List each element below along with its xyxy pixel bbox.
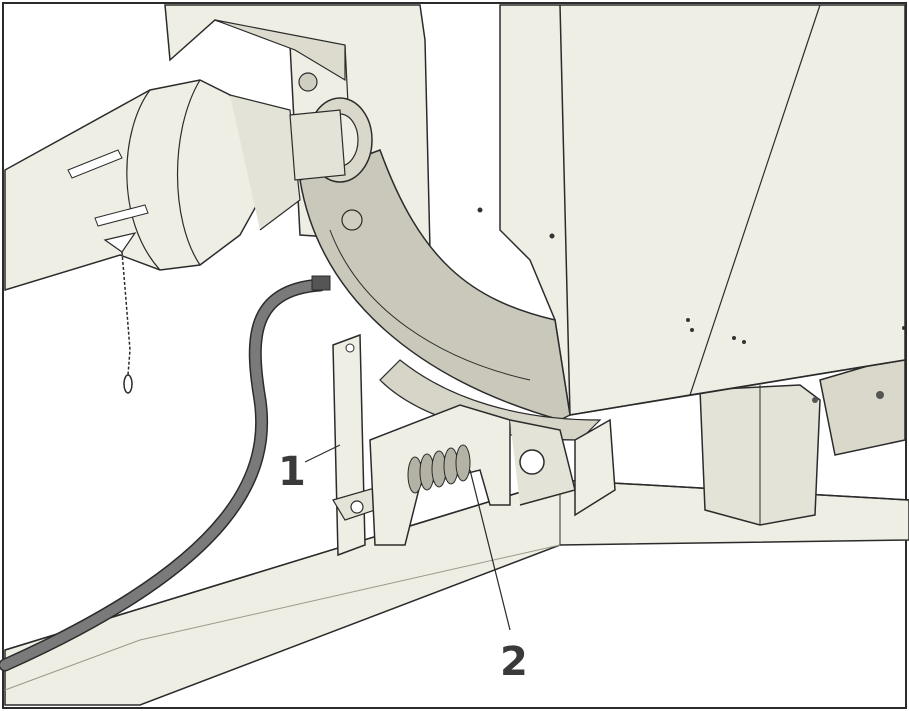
callout-2-label: 2 <box>500 639 528 685</box>
spring-latch <box>369 404 616 546</box>
callout-1-leader <box>304 444 341 463</box>
machine-housing <box>477 4 906 416</box>
hydraulic-hose <box>0 275 331 672</box>
callout-2-leader <box>469 469 511 631</box>
spring-coil <box>407 444 471 494</box>
callout-1-label: 1 <box>278 449 306 495</box>
rear-bracket <box>699 353 906 526</box>
callout-2: 2 <box>469 469 528 685</box>
drum-flange <box>299 149 602 441</box>
pto-coupling <box>289 72 373 231</box>
safety-chain <box>121 251 133 394</box>
callout-1: 1 <box>278 444 341 495</box>
